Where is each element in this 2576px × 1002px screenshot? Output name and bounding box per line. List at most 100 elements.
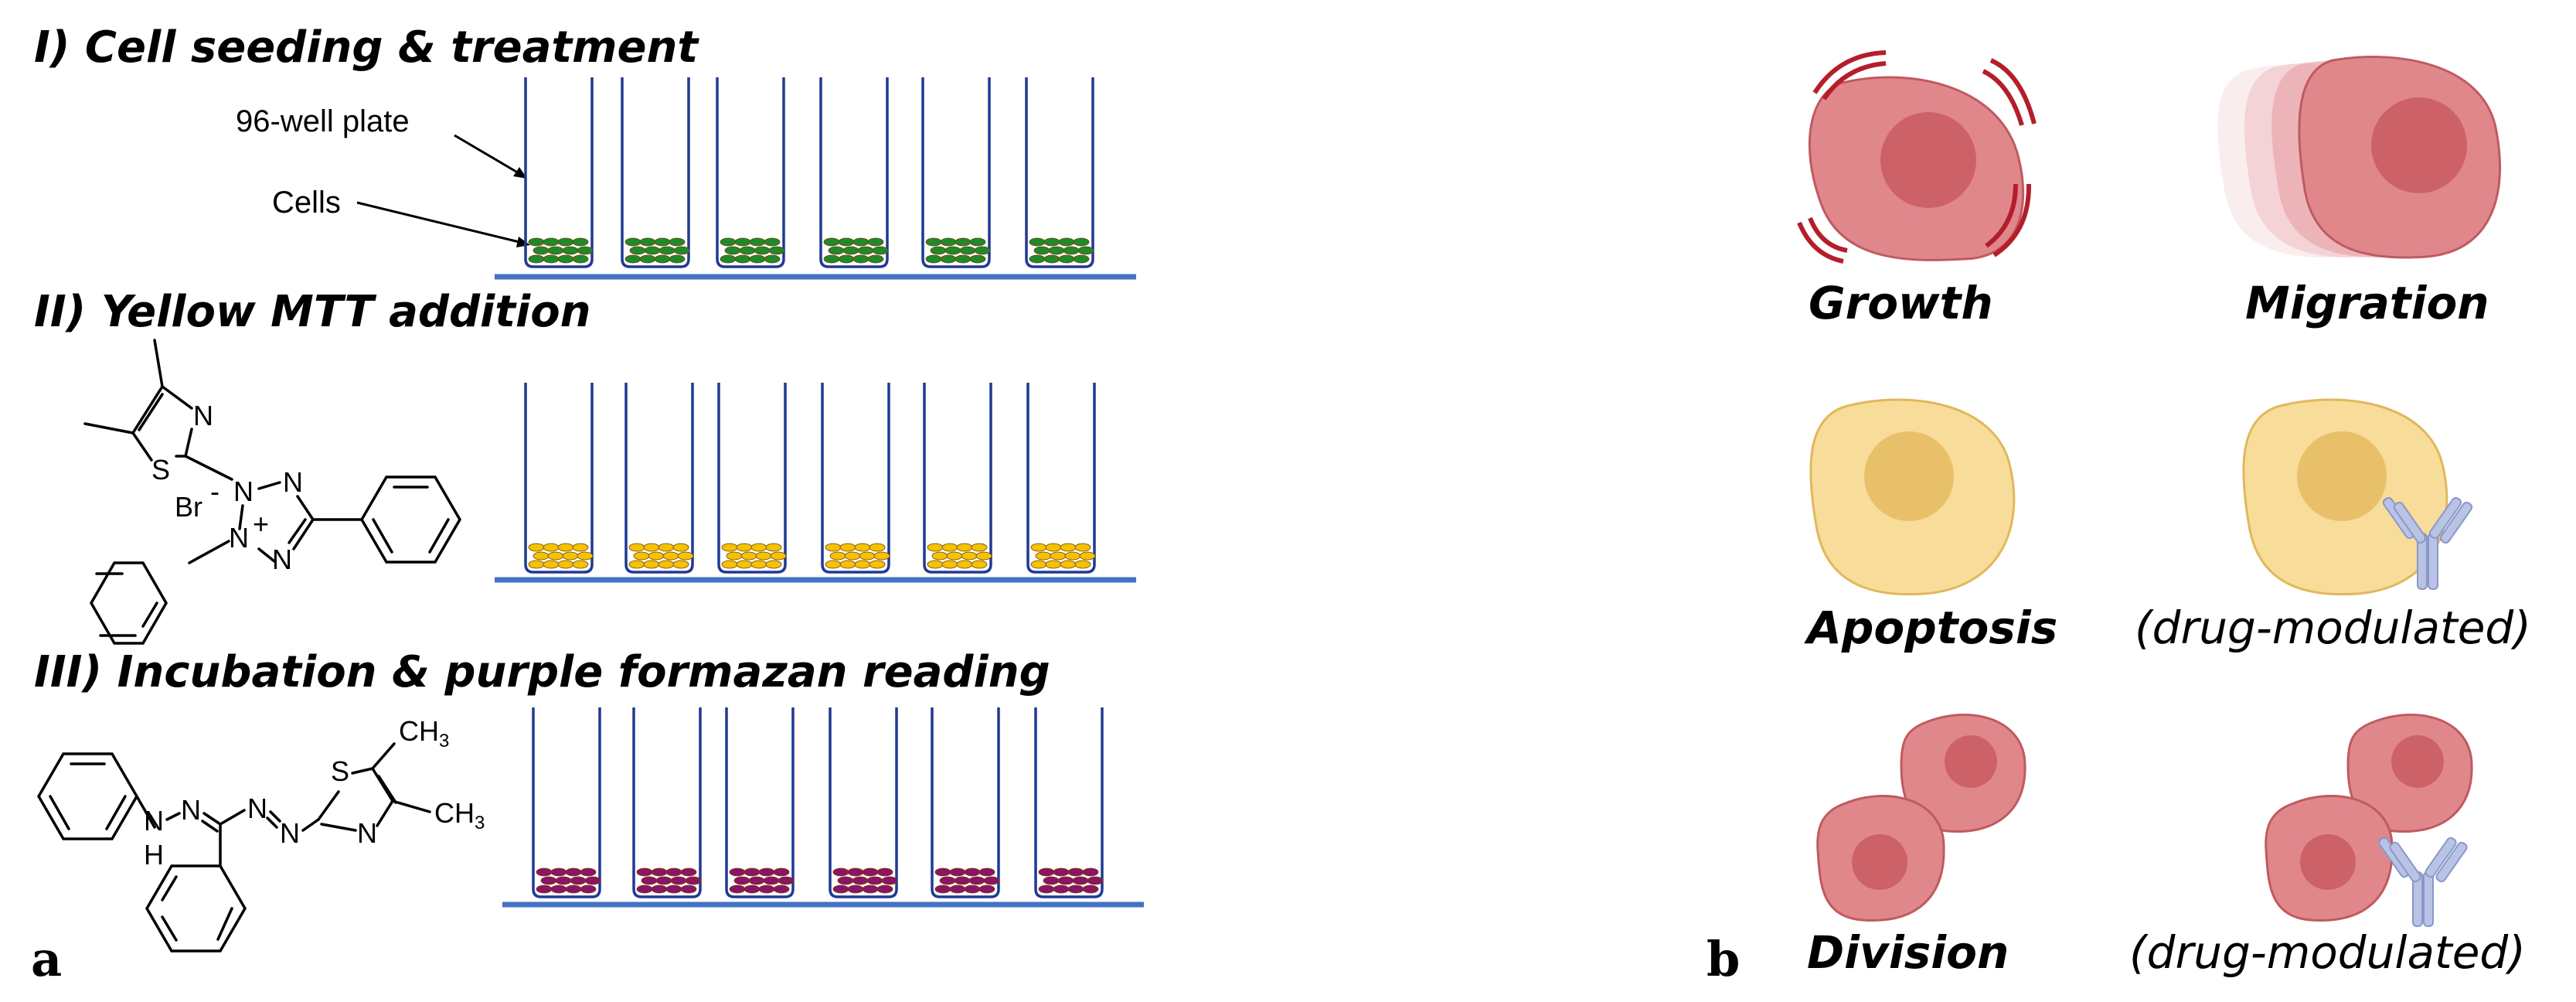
cell-mark — [654, 237, 671, 247]
well-cells — [528, 237, 594, 264]
cell-mark — [639, 254, 656, 264]
cell-mark — [956, 543, 973, 552]
cell-mark — [628, 543, 645, 552]
cell-mark — [577, 551, 594, 561]
cells-arrowhead — [516, 237, 530, 247]
cell-mark — [665, 884, 682, 894]
division-drug-cells — [2265, 714, 2473, 927]
cell-mark — [764, 237, 781, 247]
mtt-atom-n1: N — [193, 400, 213, 431]
cell-mark — [1029, 254, 1046, 264]
cell-mark — [825, 543, 842, 552]
cell-mark — [680, 867, 697, 877]
cell-mark — [763, 876, 780, 885]
cell-mark — [946, 551, 963, 561]
cell-mark — [1067, 867, 1084, 877]
cell-mark — [961, 551, 978, 561]
cell-mark — [925, 237, 942, 247]
cell-mark — [533, 551, 550, 561]
cell-mark — [832, 884, 849, 894]
cell-mark — [873, 551, 890, 561]
cell-mark — [557, 237, 574, 247]
cell-mark — [839, 560, 856, 569]
well-cells — [729, 867, 795, 894]
cell-mark — [736, 543, 753, 552]
cell-mark — [956, 560, 973, 569]
cell-mark — [721, 543, 738, 552]
cell-mark — [550, 884, 567, 894]
caption-division: Division — [1807, 926, 2009, 979]
mtt-atom-plus: + — [253, 508, 269, 540]
step-3-title: III) Incubation & purple formazan readin… — [34, 647, 1050, 697]
cell-mark — [949, 867, 966, 877]
cell-mark — [959, 246, 976, 255]
cell-mark — [765, 560, 782, 569]
cell-mark — [971, 543, 988, 552]
formazan-structure: N H N N N S N CH3 CH3 — [36, 715, 485, 953]
cell-mark — [572, 254, 589, 264]
formazan-ch3-right: CH3 — [434, 797, 485, 833]
cell-mark — [1079, 551, 1096, 561]
cell-mark — [1073, 237, 1090, 247]
well — [725, 707, 795, 898]
cell-mark — [823, 237, 840, 247]
antibody-icon — [2382, 496, 2473, 590]
cell-mark — [651, 867, 668, 877]
cell-mark — [677, 551, 694, 561]
cell-mark — [1043, 876, 1060, 885]
cell-mark — [1082, 867, 1099, 877]
cell-mark — [628, 560, 645, 569]
cell-mark — [1058, 237, 1075, 247]
cell-mark — [540, 876, 557, 885]
well-cells — [721, 543, 787, 569]
mtt-atom-s: S — [151, 454, 170, 486]
cell-mark — [1029, 237, 1046, 247]
cell-mark — [669, 254, 686, 264]
cell-mark — [636, 867, 653, 877]
cell-mark — [755, 551, 772, 561]
cell-mark — [758, 884, 775, 894]
cell-mark — [670, 876, 687, 885]
cell-mark — [823, 254, 840, 264]
cell-mark — [1074, 560, 1091, 569]
cell-mark — [734, 254, 751, 264]
mtt-atom-br: Br — [175, 491, 202, 523]
well-cells — [927, 543, 992, 569]
formazan-ch3-top: CH3 — [399, 715, 449, 752]
cell-mark — [555, 876, 572, 885]
cell-mark — [955, 254, 972, 264]
apoptosis-cell — [1809, 398, 2016, 596]
caption-division-drug: (drug-modulated) — [2129, 926, 2526, 979]
cell-mark — [720, 254, 737, 264]
formazan-atom-n-b: N — [247, 792, 267, 824]
well — [819, 77, 889, 268]
mtt-atom-br-charge: - — [210, 475, 219, 507]
cell-mark — [643, 560, 660, 569]
cell-mark — [669, 237, 686, 247]
cell-mark — [536, 884, 553, 894]
cell-mark — [565, 884, 582, 894]
cell-mark — [934, 884, 951, 894]
cell-mark — [773, 867, 790, 877]
caption-migration: Migration — [2245, 277, 2489, 329]
cell-mark — [1035, 551, 1052, 561]
cell-mark — [1043, 237, 1060, 247]
cell-mark — [729, 884, 746, 894]
cell-mark — [925, 254, 942, 264]
cell-mark — [629, 246, 646, 255]
cell-mark — [764, 254, 781, 264]
cell-mark — [934, 867, 951, 877]
cell-mark — [1077, 246, 1094, 255]
cell-mark — [765, 543, 782, 552]
cell-mark — [724, 246, 741, 255]
cell-mark — [624, 237, 641, 247]
cell-mark — [528, 237, 545, 247]
cell-mark — [658, 560, 675, 569]
cell-mark — [1030, 543, 1047, 552]
cell-mark — [547, 246, 564, 255]
cell-mark — [852, 254, 869, 264]
cell-mark — [1087, 876, 1104, 885]
cell-mark — [533, 246, 550, 255]
cell-mark — [1053, 867, 1070, 877]
